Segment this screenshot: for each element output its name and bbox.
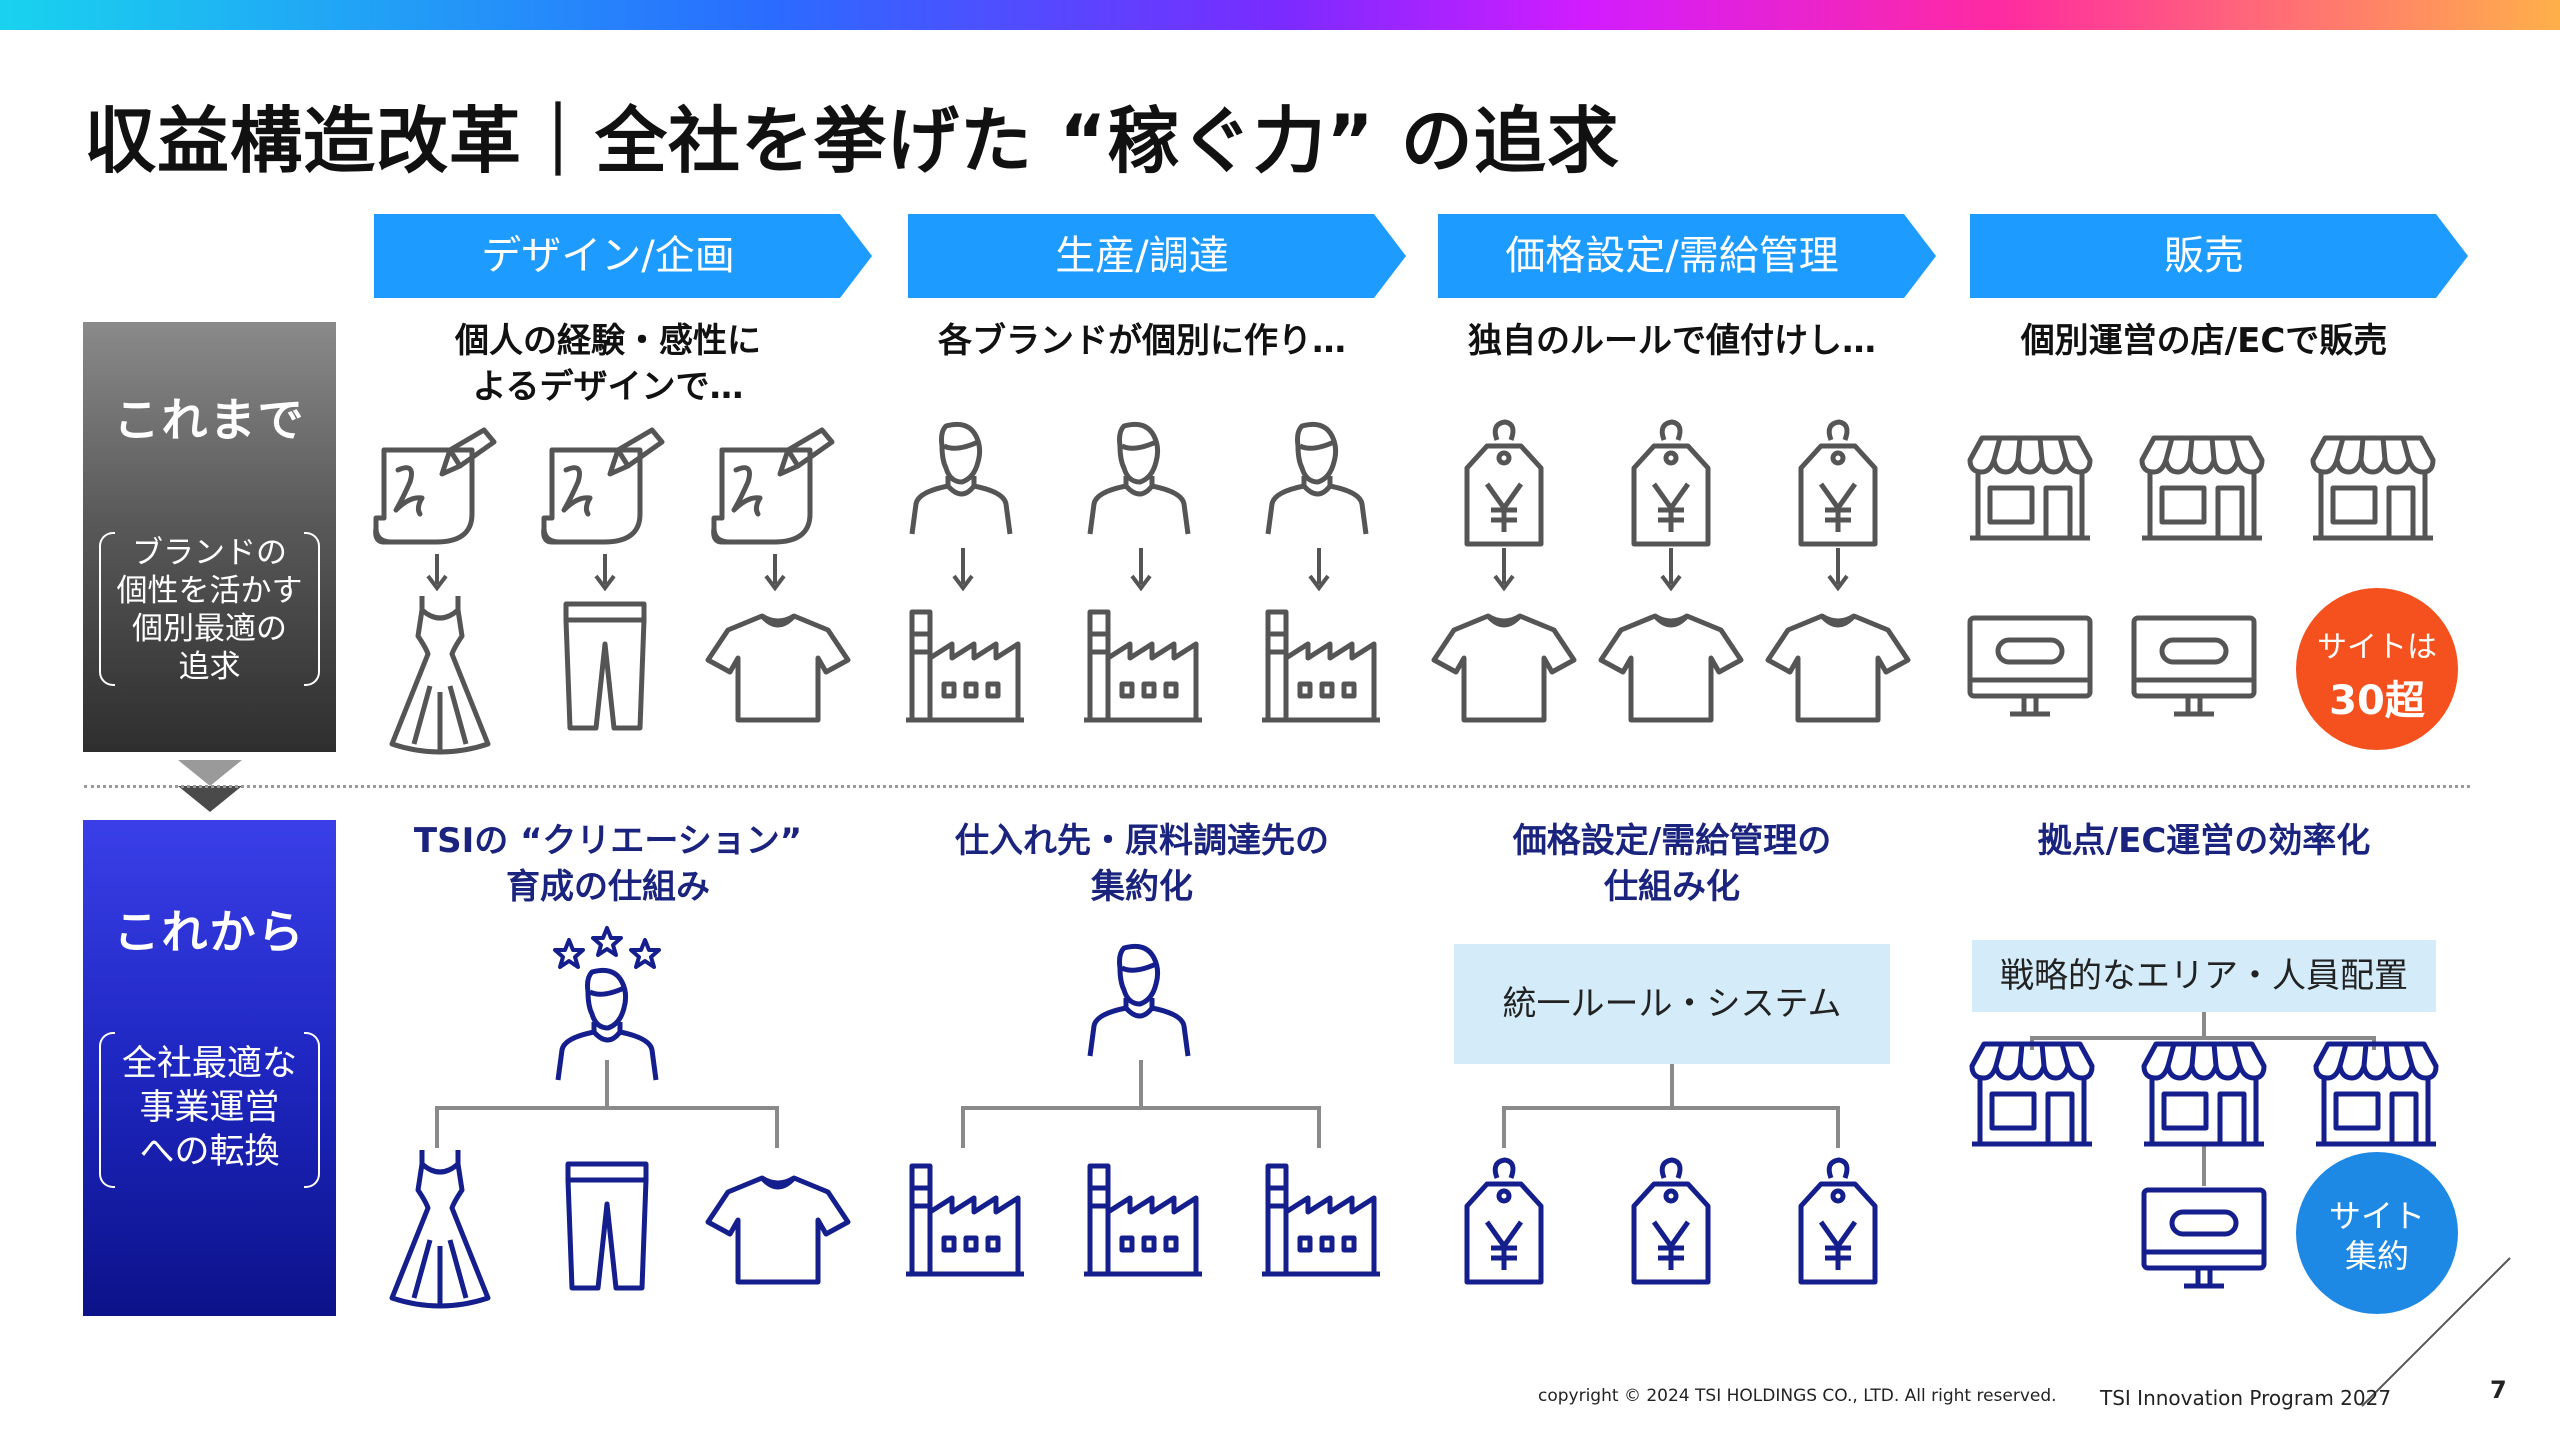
before-note: ブランドの 個性を活かす 個別最適の 追求 bbox=[116, 535, 303, 685]
footer-diagonal-line bbox=[2361, 1257, 2511, 1407]
after-desc-sales: 拠点/EC運営の効率化 bbox=[2037, 821, 2371, 861]
person-icon bbox=[1090, 946, 1188, 1056]
stage-chevron-design: デザイン/企画 bbox=[374, 214, 872, 298]
storefront-icon bbox=[2316, 1044, 2436, 1144]
storefront-icon bbox=[2144, 1044, 2264, 1144]
price-tag-icon bbox=[1467, 1160, 1541, 1282]
sites-30-badge: サイトは 30超 bbox=[2296, 588, 2458, 750]
star-person-icon bbox=[553, 926, 661, 1080]
down-arrow-icon bbox=[178, 760, 242, 812]
page-number: 7 bbox=[2490, 1376, 2507, 1404]
page-title: 収益構造改革｜全社を挙げた “稼ぐ力” の追求 bbox=[84, 99, 1620, 183]
stage-chevron-sales: 販売 bbox=[1970, 214, 2468, 298]
stage-label: 販売 bbox=[2164, 233, 2244, 279]
bracket-left bbox=[99, 532, 115, 686]
after-heading: これから bbox=[113, 905, 306, 959]
stage-chevron-production: 生産/調達 bbox=[908, 214, 1406, 298]
gradient-top-bar bbox=[0, 0, 2560, 30]
pants-icon bbox=[568, 1164, 646, 1288]
after-desc-design: TSIの “クリエーション” 育成の仕組み bbox=[413, 821, 803, 907]
factory-icon bbox=[1262, 1166, 1380, 1274]
price-tag-icon bbox=[1634, 1160, 1708, 1282]
after-row-header: これから 全社最適な 事業運営 への転換 bbox=[83, 820, 336, 1316]
after-desc-pricing: 価格設定/需給管理の 仕組み化 bbox=[1512, 821, 1832, 907]
unified-rule-system-box: 統一ルール・システム bbox=[1454, 944, 1890, 1064]
tshirt-icon bbox=[708, 1178, 848, 1282]
footer-program: TSI Innovation Program 2027 bbox=[2100, 1386, 2392, 1410]
separator-line bbox=[84, 785, 2470, 788]
before-desc-sales: 個別運営の店/ECで販売 bbox=[2020, 321, 2388, 361]
factory-icon bbox=[906, 1166, 1024, 1274]
web-monitor-icon bbox=[2144, 1190, 2264, 1286]
factory-icon bbox=[1084, 1166, 1202, 1274]
stage-label: 生産/調達 bbox=[1055, 233, 1229, 279]
after-note: 全社最適な 事業運営 への転換 bbox=[121, 1044, 297, 1172]
price-tag-icon bbox=[1801, 1160, 1875, 1282]
after-desc-production: 仕入れ先・原料調達先の 集約化 bbox=[955, 821, 1329, 907]
footer-copyright: copyright © 2024 TSI HOLDINGS CO., LTD. … bbox=[1538, 1386, 2057, 1406]
bracket-left bbox=[99, 1032, 115, 1188]
stage-chevron-pricing: 価格設定/需給管理 bbox=[1438, 214, 1936, 298]
before-heading: これまで bbox=[113, 393, 306, 447]
strategic-allocation-box: 戦略的なエリア・人員配置 bbox=[1972, 940, 2436, 1012]
before-desc-production: 各ブランドが個別に作り… bbox=[938, 321, 1346, 361]
arrow-down-icon bbox=[426, 548, 1849, 592]
before-row-header: これまで ブランドの 個性を活かす 個別最適の 追求 bbox=[83, 322, 336, 752]
sites-consolidation-badge: サイト 集約 bbox=[2296, 1152, 2458, 1314]
stage-label: 価格設定/需給管理 bbox=[1505, 233, 1839, 279]
dress-icon bbox=[392, 1150, 488, 1308]
before-desc-pricing: 独自のルールで値付けし… bbox=[1468, 321, 1876, 361]
stage-label: デザイン/企画 bbox=[481, 233, 735, 279]
storefront-icon bbox=[1972, 1044, 2092, 1144]
before-desc-design: 個人の経験・感性に よるデザインで… bbox=[455, 321, 761, 407]
